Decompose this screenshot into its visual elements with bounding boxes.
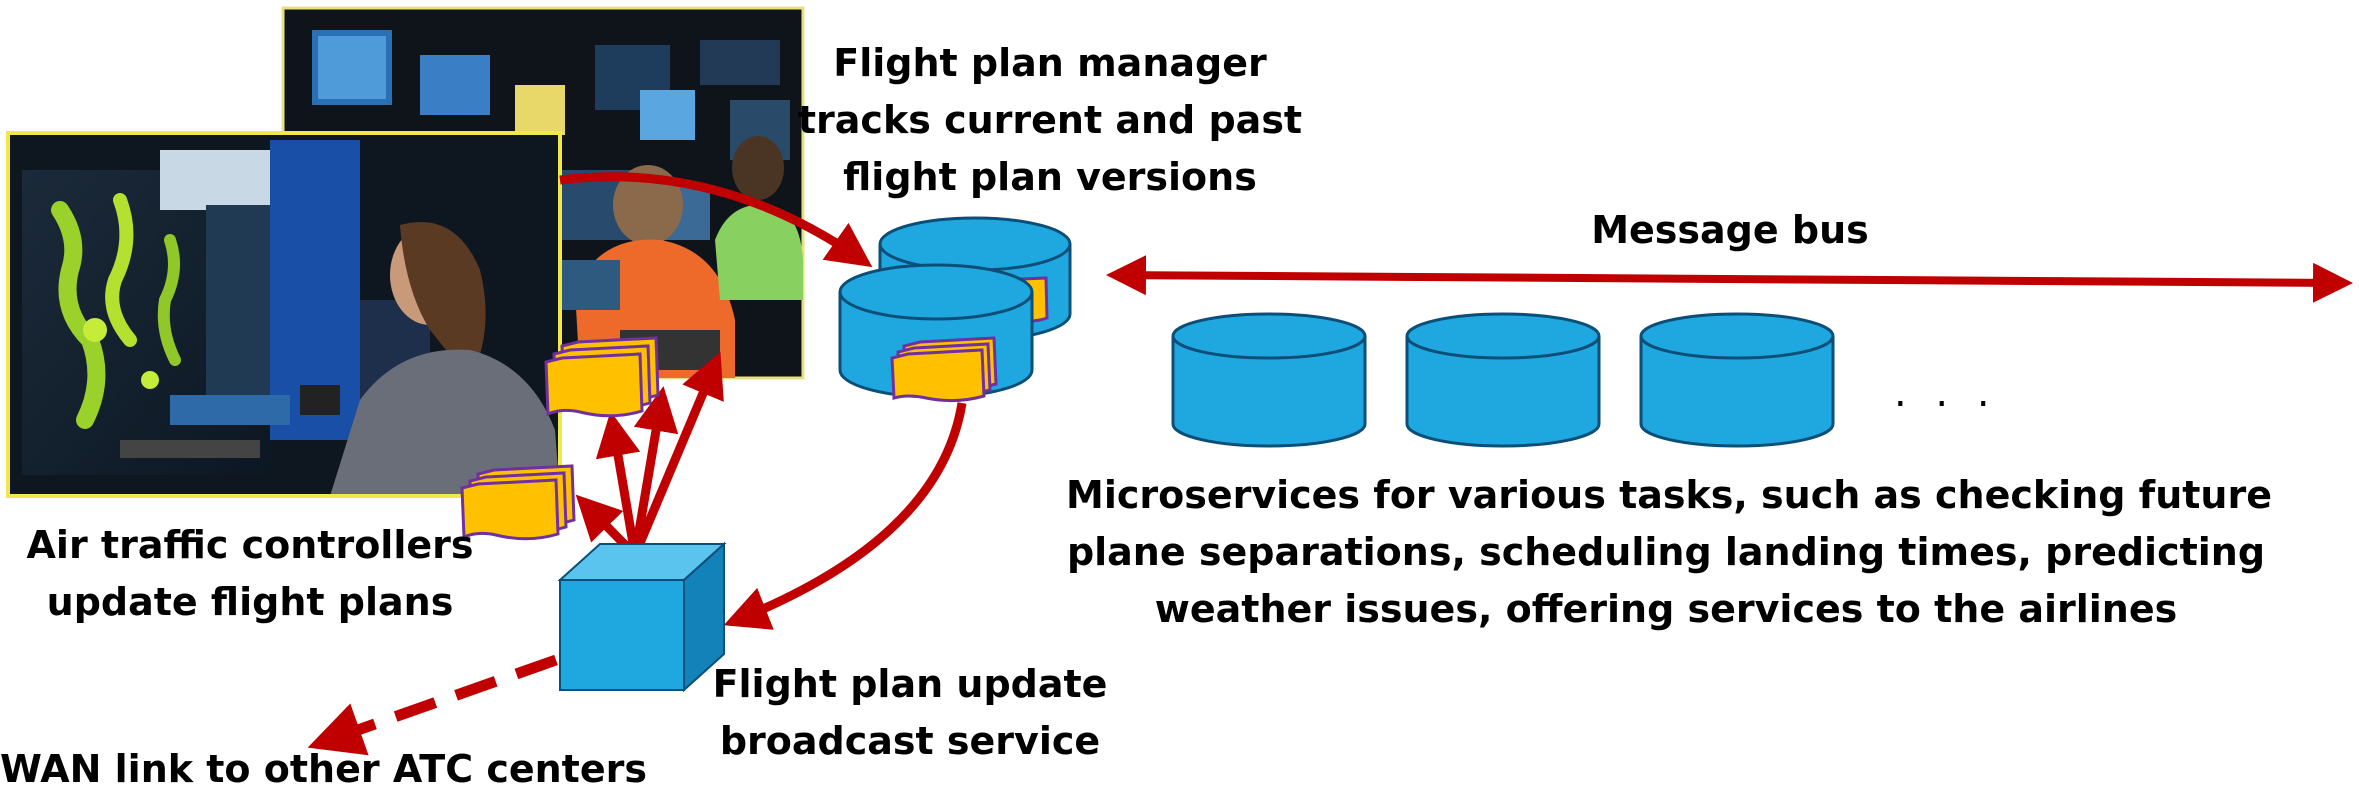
manager-label: Flight plan manager tracks current and p… (797, 41, 1303, 199)
microservice-cylinder-1 (1171, 312, 1367, 448)
controllers-label: Air traffic controllers update flight pl… (26, 523, 474, 624)
message-bus-label: Message bus (1591, 208, 1869, 252)
document-stack-manager (890, 336, 998, 403)
arrow-to-manager (559, 172, 873, 268)
broadcast-cube (557, 541, 727, 693)
document-stack-photo (544, 336, 660, 418)
wan-label: WAN link to other ATC centers (0, 747, 647, 791)
microservice-cylinder-2 (1405, 312, 1601, 448)
broadcast-label: Flight plan update broadcast service (712, 662, 1108, 763)
message-bus-arrow (1106, 255, 2353, 303)
document-stack-left (460, 464, 576, 541)
atc-photo-front (6, 131, 562, 498)
microservices-label: Microservices for various tasks, such as… (1066, 473, 2272, 631)
wan-dashed-arrow (307, 654, 558, 756)
microservice-cylinder-3 (1639, 312, 1835, 448)
ellipsis: . . . (1894, 370, 1998, 416)
arrow-manager-to-broadcast (723, 402, 967, 630)
